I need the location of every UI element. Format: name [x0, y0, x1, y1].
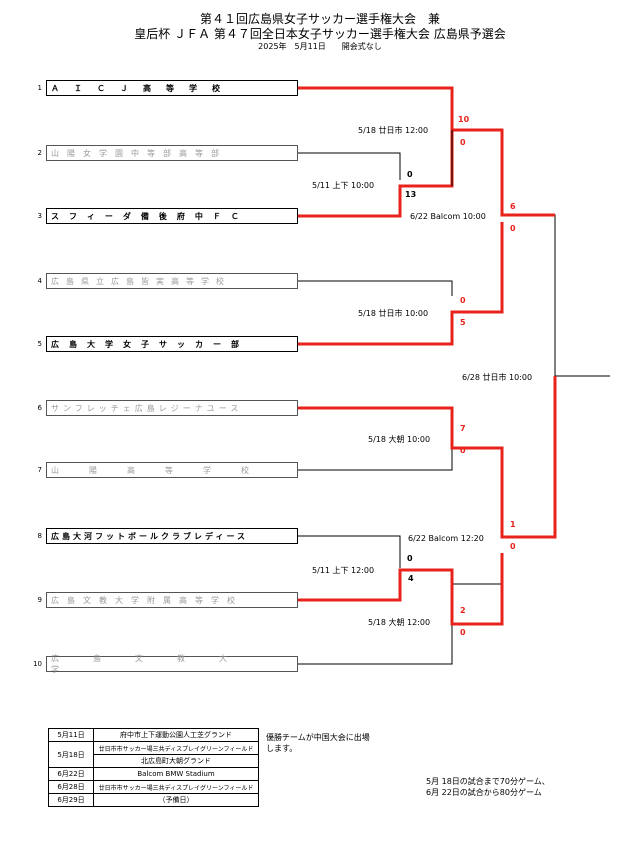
score-qf2-b: 5 — [460, 318, 466, 327]
team-name: 山陽女学園中等部高等部 — [51, 148, 227, 158]
match-info-sf2: 6/22 Balcom 12:20 — [408, 534, 484, 543]
match-info-sf1: 6/22 Balcom 10:00 — [410, 212, 486, 221]
venue-name: （予備日） — [93, 793, 259, 807]
team-box-3: スフィーダ備後府中ＦＣ — [46, 208, 298, 224]
score-qf3-a: 7 — [460, 424, 466, 433]
venue-date: 6月28日 — [48, 780, 94, 794]
score-sf2-a: 1 — [510, 520, 516, 529]
team-box-9: 広島文教大学附属高等学校 — [46, 592, 298, 608]
venue-row: 6月28日 廿日市市サッカー場三共ディスプレイグリーンフィールド — [48, 780, 259, 794]
score-sf1-a: 6 — [510, 202, 516, 211]
team-number: 6 — [37, 404, 42, 412]
score-qf4-a: 2 — [460, 606, 466, 615]
venue-name: 廿日市市サッカー場三共ディスプレイグリーンフィールド — [93, 780, 259, 794]
venue-row: 6月22日 Balcom BMW Stadium — [48, 767, 259, 781]
team-box-6: サンフレッチェ広島レジーナユース — [46, 400, 298, 416]
team-name: 広島大河フットボールクラブレディース — [51, 531, 249, 541]
team-name: 広島大学女子サッカー部 — [51, 339, 249, 349]
venue-date: 6月29日 — [48, 793, 94, 807]
tournament-date: 2025年 5月11日 開会式なし — [258, 42, 382, 51]
venue-name: Balcom BMW Stadium — [93, 767, 259, 781]
team-box-2: 山陽女学園中等部高等部 — [46, 145, 298, 161]
score-sf1-b: 0 — [510, 224, 516, 233]
match-info-r1-bottom: 5/11 上下 12:00 — [312, 566, 375, 575]
team-name: 山陽高等学校 — [51, 465, 279, 475]
team-number: 9 — [37, 596, 42, 604]
venue-row: 5月11日 府中市上下運動公園人工芝グランド — [48, 728, 259, 742]
team-box-1: ＡＩＣＪ高等学校 — [46, 80, 298, 96]
score-sf2-b: 0 — [510, 542, 516, 551]
team-number: 8 — [37, 532, 42, 540]
team-name: サンフレッチェ広島レジーナユース — [51, 403, 243, 413]
venue-date: 6月22日 — [48, 767, 94, 781]
venue-date: 5月18日 — [48, 741, 94, 768]
winner-note: 優勝チームが中国大会に出場します。 — [266, 733, 370, 753]
team-number: 4 — [37, 277, 42, 285]
match-info-qf1: 5/18 廿日市 12:00 — [358, 126, 429, 135]
score-qf1-b: 0 — [460, 138, 466, 147]
score-qf2-a: 0 — [460, 296, 466, 305]
match-info-final: 6/28 廿日市 10:00 — [462, 373, 533, 382]
team-number: 3 — [37, 212, 42, 220]
score-qf3-b: 0 — [460, 446, 466, 455]
match-info-qf4: 5/18 大朝 12:00 — [368, 618, 431, 627]
venue-row: 6月29日 （予備日） — [48, 793, 259, 807]
team-box-10: 広島文教大学 — [46, 654, 298, 674]
score-qf4-b: 0 — [460, 628, 466, 637]
team-number: 5 — [37, 340, 42, 348]
team-box-7: 山陽高等学校 — [46, 462, 298, 478]
score-r1-top-b: 13 — [405, 190, 417, 199]
team-number: 10 — [33, 660, 42, 668]
team-number: 7 — [37, 466, 42, 474]
score-r1-top-a: 0 — [407, 170, 413, 179]
tournament-subtitle: 皇后杯 ＪＦＡ 第４７回全日本女子サッカー選手権大会 広島県予選会 — [134, 27, 506, 41]
team-box-5: 広島大学女子サッカー部 — [46, 336, 298, 352]
score-r1-bottom-a: 0 — [407, 554, 413, 563]
team-name: スフィーダ備後府中ＦＣ — [51, 211, 249, 221]
match-info-qf2: 5/18 廿日市 10:00 — [358, 309, 429, 318]
score-qf1-a: 10 — [458, 115, 470, 124]
venue-date: 5月11日 — [48, 728, 94, 742]
team-box-8: 広島大河フットボールクラブレディース — [46, 528, 298, 544]
team-name: 広島県立広島皆実高等学校 — [51, 276, 231, 286]
team-number: 1 — [37, 84, 42, 92]
game-time-note-1: 5月 18日の試合まで70分ゲーム、 — [426, 777, 550, 786]
game-time-note-2: 6月 22日の試合から80分ゲーム — [426, 788, 542, 797]
match-info-qf3: 5/18 大朝 10:00 — [368, 435, 431, 444]
team-name: 広島文教大学 — [51, 654, 261, 674]
venue-name: 廿日市市サッカー場三共ディスプレイグリーンフィールド — [93, 741, 259, 755]
venue-name: 府中市上下運動公園人工芝グランド — [93, 728, 259, 742]
team-name: 広島文教大学附属高等学校 — [51, 595, 243, 605]
match-info-r1-top: 5/11 上下 10:00 — [312, 181, 375, 190]
score-r1-bottom-b: 4 — [408, 574, 414, 583]
tournament-title: 第４１回広島県女子サッカー選手権大会 兼 — [199, 12, 440, 26]
team-name: ＡＩＣＪ高等学校 — [51, 83, 235, 93]
venue-row: 5月18日 廿日市市サッカー場三共ディスプレイグリーンフィールド — [48, 741, 259, 768]
venue-table: 5月11日 府中市上下運動公園人工芝グランド 5月18日 廿日市市サッカー場三共… — [48, 728, 259, 807]
venue-name: 北広島町大朝グランド — [93, 754, 259, 768]
team-box-4: 広島県立広島皆実高等学校 — [46, 273, 298, 289]
team-number: 2 — [37, 149, 42, 157]
